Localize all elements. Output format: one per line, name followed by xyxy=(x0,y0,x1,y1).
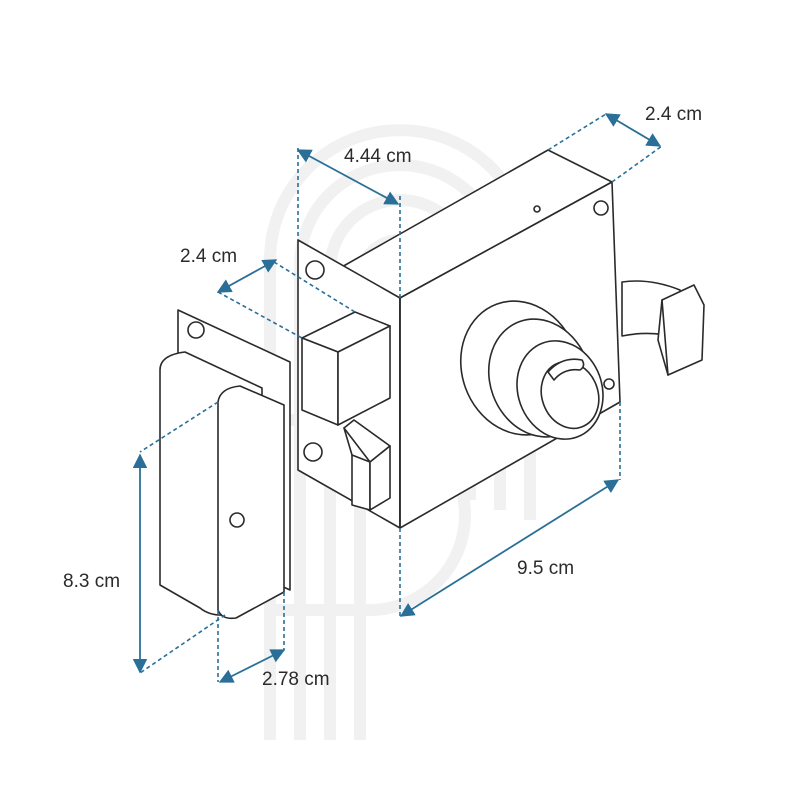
keyhole-slot-icon xyxy=(547,358,585,381)
screw-hole xyxy=(229,512,245,528)
label-strike-width: 2.78 cm xyxy=(262,669,330,690)
screw-hole xyxy=(305,260,325,280)
dimension-arrows xyxy=(132,113,662,683)
screw-hole xyxy=(303,442,323,462)
cylinder-knob xyxy=(459,300,604,440)
screw-hole xyxy=(603,378,615,390)
screw-hole xyxy=(187,321,205,339)
label-case-width: 9.5 cm xyxy=(517,558,574,579)
strike-plate xyxy=(159,309,291,620)
dimension-arrow xyxy=(218,649,286,683)
screw-hole xyxy=(593,200,609,216)
lock-case xyxy=(297,149,705,529)
dimension-labels: 2.4 cm 4.44 cm 2.4 cm 8.3 cm 2.78 cm 9.5… xyxy=(63,104,702,690)
dimension-arrow xyxy=(216,259,278,293)
dimension-arrow xyxy=(296,149,400,205)
label-bolt-width: 4.44 cm xyxy=(344,146,412,167)
dimension-arrow xyxy=(399,479,620,617)
side-handle xyxy=(621,280,705,376)
label-bolt-depth: 2.4 cm xyxy=(180,246,237,267)
label-strike-height: 8.3 cm xyxy=(63,571,120,592)
lock-bolt xyxy=(301,311,391,426)
lock-latch xyxy=(343,419,391,511)
screw-hole xyxy=(533,205,541,213)
dimension-arrow xyxy=(604,113,662,147)
label-depth-top: 2.4 cm xyxy=(645,104,702,125)
